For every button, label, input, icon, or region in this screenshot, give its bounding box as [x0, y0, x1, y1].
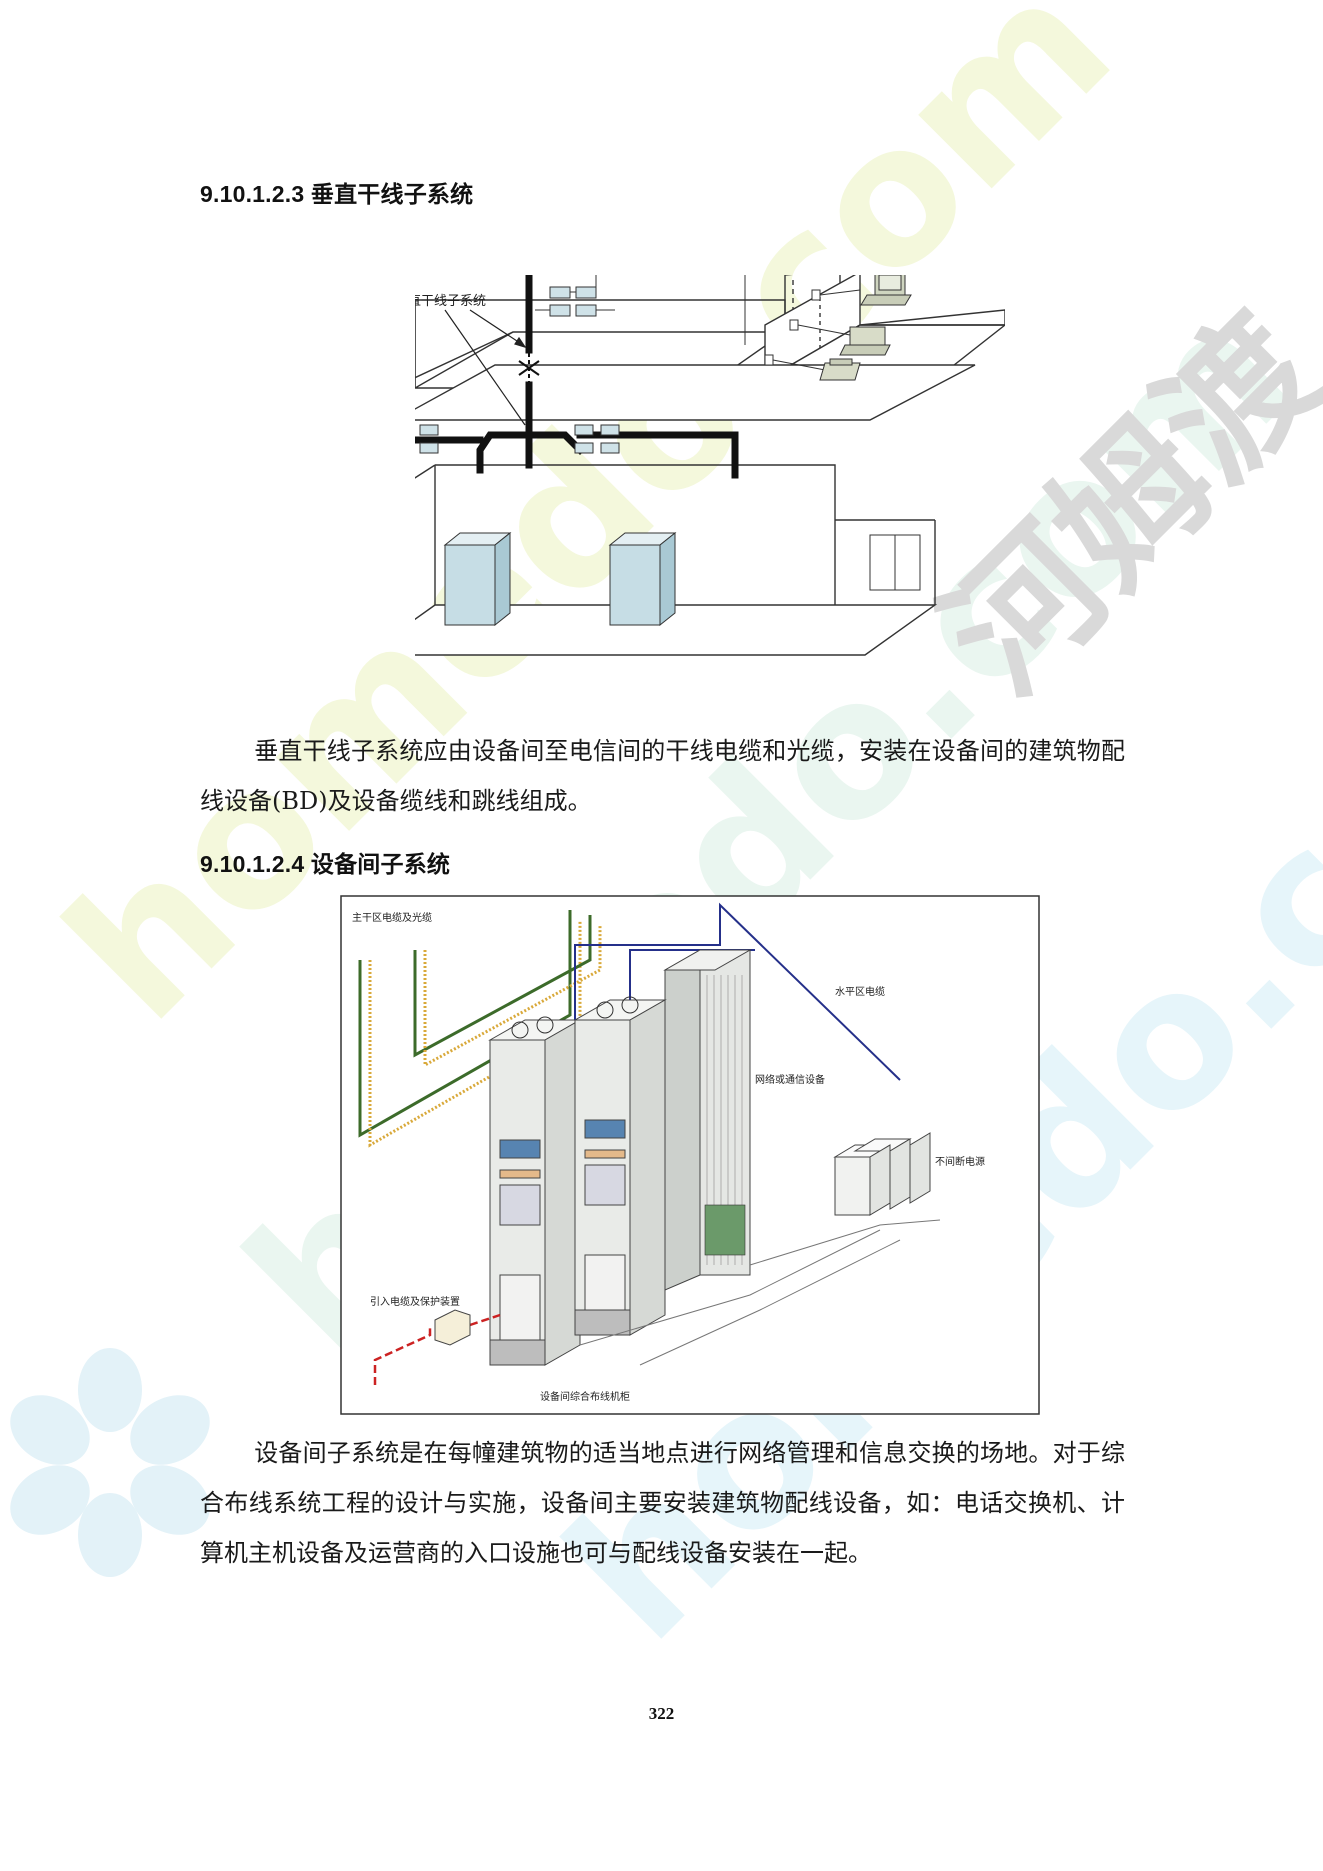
wiring-cabinet-1 [488, 1019, 582, 1366]
equipment-cabinet-left [443, 531, 512, 627]
equipment-cabinet-right [608, 531, 677, 627]
protection-device [434, 1309, 471, 1346]
fan-icon [511, 996, 639, 1039]
label-entrance-cable: 引入电缆及保护装置 [370, 1295, 460, 1308]
label-backbone-cables: 主干区电缆及光缆 [352, 911, 432, 924]
section-heading-backbone: 9.10.1.2.3 垂直干线子系统 [200, 181, 474, 207]
wiring-cabinet-2 [573, 999, 667, 1336]
computer-icon [860, 275, 912, 306]
page-number: 322 [648, 1704, 675, 1723]
paragraph-backbone-text: 垂直干线子系统应由设备间至电信间的干线电缆和光缆，安装在设备间的建筑物配线设备(… [200, 737, 1125, 815]
flower-logo-icon [10, 1348, 210, 1577]
paragraph-equipment-room-text: 设备间子系统是在每幢建筑物的适当地点进行网络管理和信息交换的场地。对于综合布线系… [200, 1439, 1125, 1567]
label-ups: 不间断电源 [935, 1155, 985, 1168]
label-network-equipment: 网络或通信设备 [755, 1073, 825, 1086]
fax-machine-icon [839, 326, 891, 356]
telephone-icon [819, 358, 861, 381]
label-horizontal-cables: 水平区电缆 [835, 985, 885, 998]
paragraph-equipment-room: 设备间子系统是在每幢建筑物的适当地点进行网络管理和信息交换的场地。对于综合布线系… [200, 1428, 1125, 1578]
backbone-subsystem-figure: 垂直干线子系统 [415, 275, 1005, 656]
ups-units [833, 1132, 931, 1216]
paragraph-backbone: 垂直干线子系统应由设备间至电信间的干线电缆和光缆，安装在设备间的建筑物配线设备(… [200, 726, 1125, 826]
double-door [869, 534, 921, 591]
equipment-room-figure: 主干区电缆及光缆 水平区电缆 网络或通信设备 不间断电源 引入电缆及保护装置 设… [340, 895, 1040, 1415]
figure-label-backbone: 垂直干线子系统 [415, 294, 486, 309]
label-cabinet: 设备间综合布线机柜 [540, 1390, 630, 1403]
section-heading-equipment-room: 9.10.1.2.4 设备间子系统 [200, 851, 451, 877]
